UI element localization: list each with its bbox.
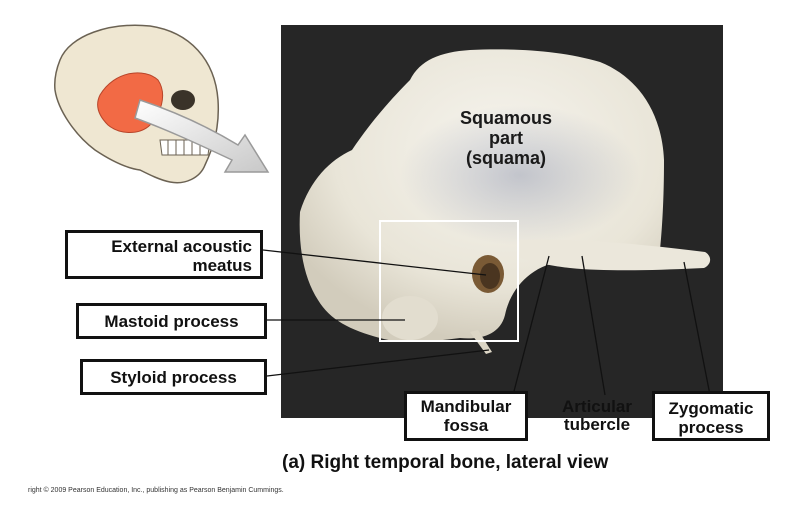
skull-thumbnail: [54, 24, 220, 184]
pointer-arrow: [134, 99, 270, 173]
leader-line-styloid: [266, 349, 490, 377]
copyright-notice: right © 2009 Pearson Education, Inc., pu…: [28, 487, 284, 494]
leader-line-fossa: [511, 255, 550, 400]
leader-line-tubercle: [581, 255, 606, 396]
label-styloid-process: Styloid process: [80, 359, 267, 395]
label-mandibular-fossa: Mandibular fossa: [404, 391, 528, 441]
label-articular-tubercle: Articular tubercle: [562, 397, 632, 434]
label-external-acoustic-meatus: External acoustic meatus: [65, 230, 263, 279]
leader-line-meatus: [262, 249, 487, 276]
leader-line-zygomatic: [683, 261, 711, 396]
region-highlight-box: [379, 220, 519, 342]
label-mastoid-process: Mastoid process: [76, 303, 267, 339]
squamous-part-label: Squamous part (squama): [459, 108, 552, 168]
figure-caption: (a) Right temporal bone, lateral view: [282, 452, 609, 473]
temporal-bone-photo: [299, 49, 711, 354]
label-zygomatic-process: Zygomatic process: [652, 391, 770, 441]
